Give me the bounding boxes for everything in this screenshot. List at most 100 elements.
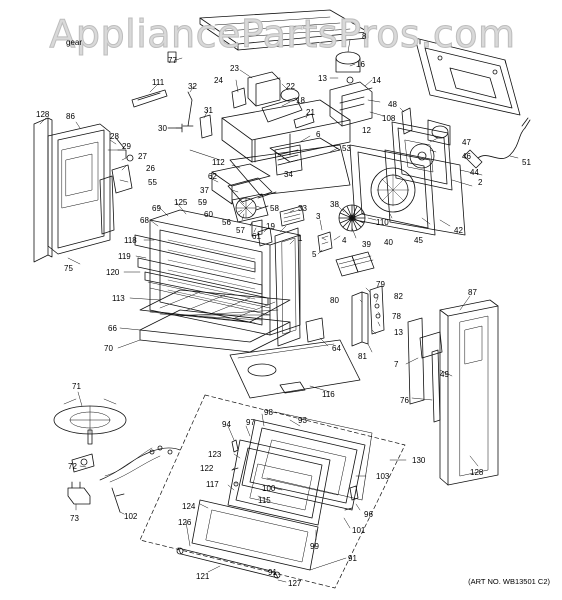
callout-55: 55: [148, 178, 157, 187]
magnetron: [330, 52, 372, 126]
bracket-48: [402, 108, 412, 134]
callout-102: 102: [124, 512, 138, 521]
callout-44: 44: [470, 168, 479, 177]
callout-16: 16: [356, 60, 365, 69]
callout-28: 28: [110, 132, 119, 141]
art-number: (ART NO. WB13501 C2): [468, 577, 550, 586]
fan-blade: [339, 205, 365, 231]
door-handle: [177, 548, 280, 578]
callout-24: 24: [214, 76, 223, 85]
callout-7: 7: [394, 360, 399, 369]
callout-113: 113: [112, 294, 125, 303]
callout-57: 57: [236, 226, 245, 235]
callout-72: 72: [68, 462, 77, 471]
callout-99: 99: [310, 542, 319, 551]
callout-87: 87: [468, 288, 477, 297]
callout-81: 81: [358, 352, 367, 361]
callout-127: 127: [288, 579, 302, 588]
vent-fan-assembly: [190, 150, 276, 236]
callout-60: 60: [204, 210, 213, 219]
callout-96: 96: [364, 510, 373, 519]
callout-31: 31: [204, 106, 213, 115]
callout-115: 115: [258, 496, 271, 505]
callout-13: 13: [318, 74, 327, 83]
door-assembly-boundary: [140, 395, 405, 588]
callout-79: 79: [376, 280, 385, 289]
callout-70: 70: [104, 344, 113, 353]
callout-5: 5: [312, 250, 317, 259]
switch-parts-4-5-19-1-2: [258, 228, 332, 252]
callout-122: 122: [200, 464, 214, 473]
callout-53: 53: [342, 144, 351, 153]
callout-124: 124: [182, 502, 196, 511]
callout-49: 49: [440, 370, 449, 379]
capacitor: [281, 89, 299, 101]
strip-76: [432, 350, 440, 422]
part-32-rod: [183, 92, 193, 126]
callout-33: 33: [298, 204, 307, 213]
callout-97: 97: [246, 418, 255, 427]
callout-110: 110: [376, 218, 389, 227]
oven-rack: [140, 290, 290, 352]
callout-32: 32: [188, 82, 197, 91]
callout-62: 62: [208, 172, 217, 181]
side-trim-7-49: [408, 318, 442, 404]
callout-118: 118: [124, 236, 137, 245]
callout-29: 29: [122, 142, 131, 151]
callout-47: 47: [462, 138, 471, 147]
door-frame-left: [275, 228, 300, 346]
callout-80: 80: [330, 296, 339, 305]
callout-128b: 128: [470, 468, 484, 477]
callout-23: 23: [230, 64, 239, 73]
part-33-vent-grille: [280, 206, 304, 226]
callout-39: 39: [362, 240, 371, 249]
callout-108: 108: [382, 114, 396, 123]
callout-116: 116: [322, 390, 335, 399]
callout-91b: 91: [268, 568, 277, 577]
callout-30: 30: [158, 124, 167, 133]
callout-101: 101: [352, 526, 366, 535]
callout-3: 3: [316, 212, 321, 221]
callout-126: 126: [178, 518, 192, 527]
callout-128: 128: [36, 110, 50, 119]
left-side-panel: [34, 118, 110, 262]
callout-48: 48: [388, 100, 397, 109]
callout-69: 69: [152, 204, 161, 213]
part-64-bracket: [306, 318, 324, 342]
callout-94: 94: [222, 420, 231, 429]
callout-91: 91: [348, 554, 357, 563]
thermal-parts-26-27-55: [112, 138, 133, 193]
convection-fan-housing: [392, 122, 452, 190]
part-73: [68, 482, 90, 504]
callout-64: 64: [332, 344, 341, 353]
top-cover: [200, 10, 368, 50]
bottom-panel: [230, 340, 360, 398]
callout-73: 73: [70, 514, 79, 523]
door-inner-panel: [242, 412, 372, 510]
callout-21: 21: [306, 108, 315, 117]
callout-77: 77: [168, 56, 177, 65]
part-111: [132, 90, 167, 107]
callout-51: 51: [522, 158, 531, 167]
left-duct: [100, 176, 114, 234]
callout-13b: 13: [394, 328, 403, 337]
callout-121: 121: [196, 572, 210, 581]
transformer: [232, 72, 280, 108]
callout-59: 59: [198, 198, 207, 207]
callout-8: 8: [362, 32, 367, 41]
callout-2: 2: [478, 178, 483, 187]
callout-93: 93: [298, 416, 307, 425]
part-18: [262, 98, 302, 122]
part-77: [168, 52, 176, 62]
callout-40: 40: [384, 238, 393, 247]
convection-back-panel: [350, 145, 465, 235]
callout-117: 117: [206, 480, 219, 489]
callout-18: 18: [296, 96, 305, 105]
callout-111: 111: [152, 78, 165, 87]
oven-cavity: [135, 210, 300, 335]
callout-4: 4: [342, 236, 347, 245]
callout-125: 125: [174, 198, 188, 207]
power-cord: [464, 118, 530, 168]
leader-lines: [40, 40, 518, 582]
callout-66: 66: [108, 324, 117, 333]
